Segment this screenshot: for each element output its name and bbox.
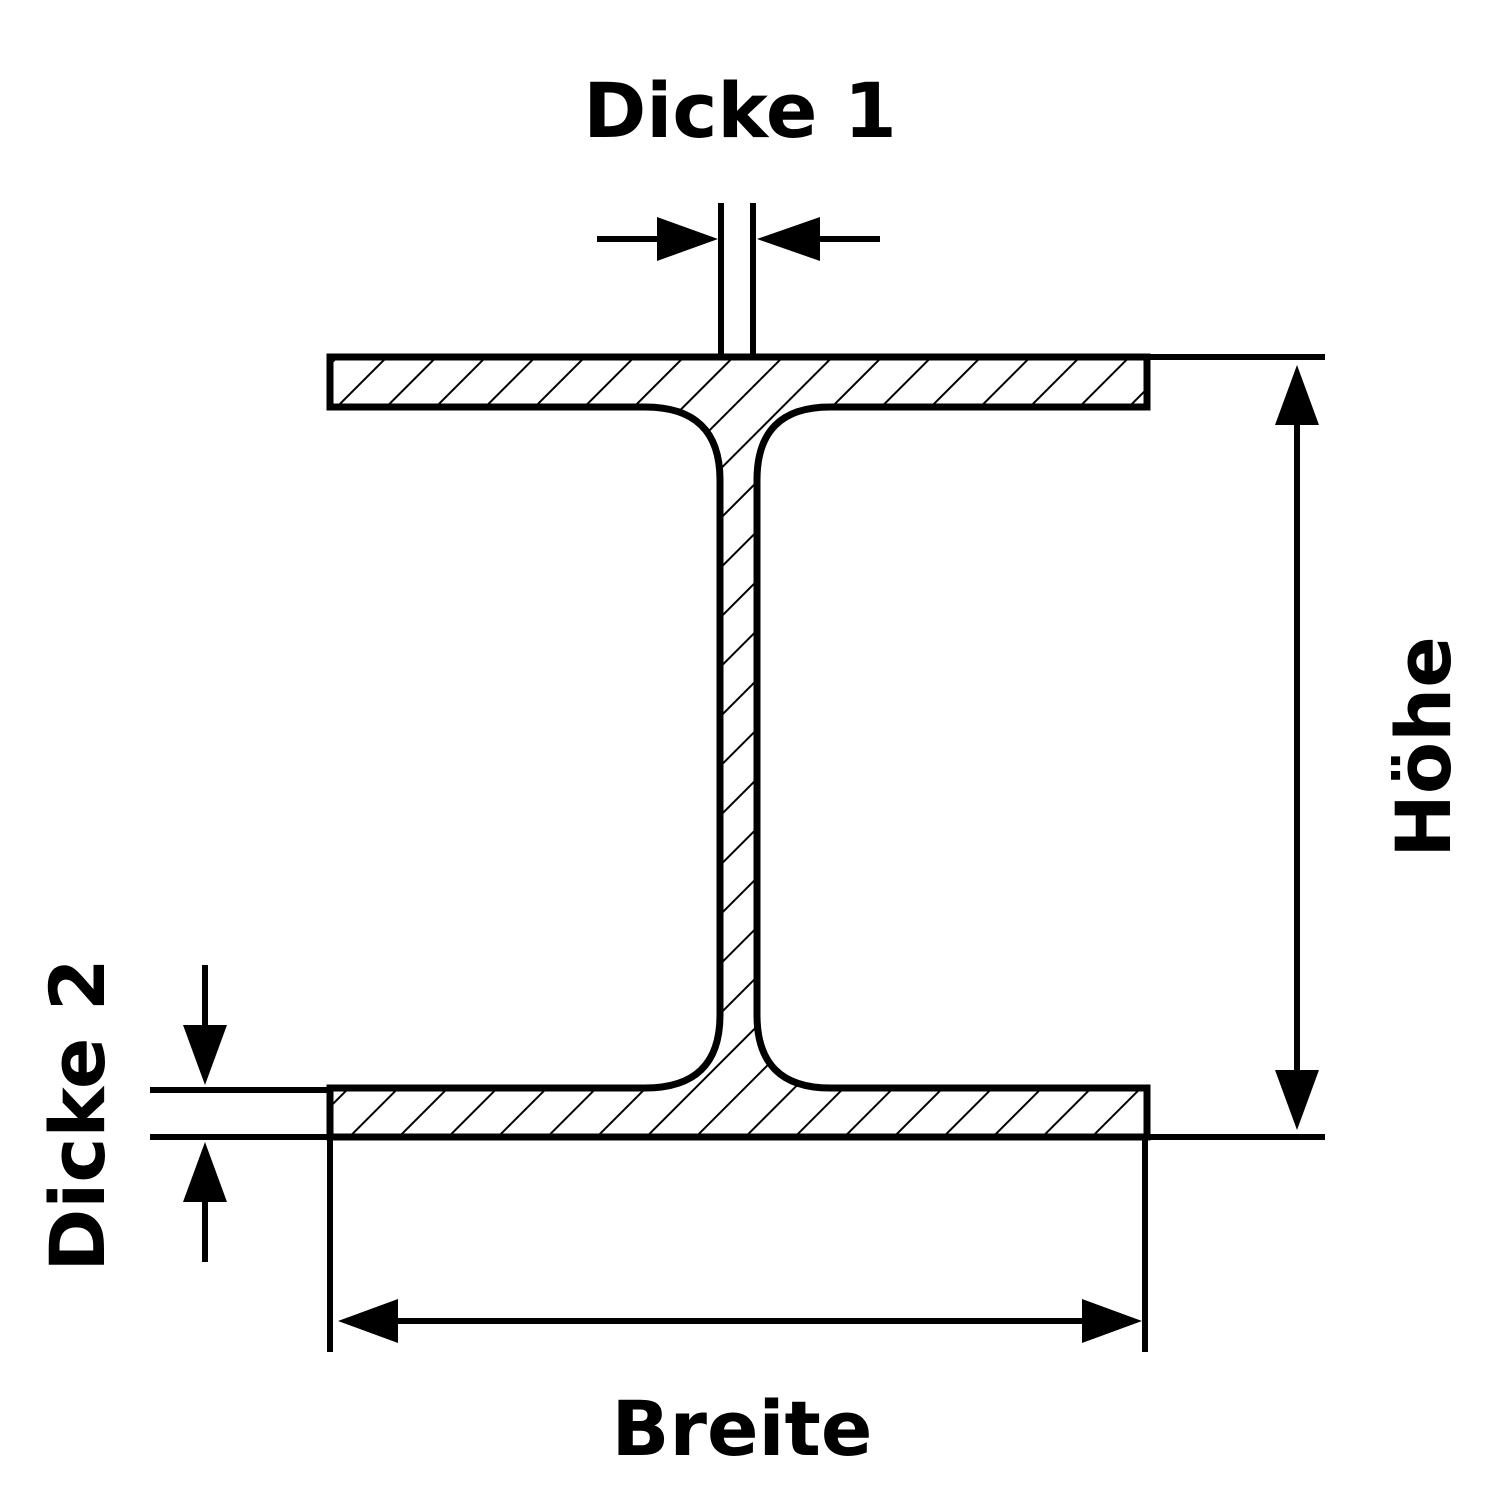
arrow-up-icon xyxy=(183,1142,227,1202)
label-hoehe: Höhe xyxy=(1379,636,1468,857)
arrow-right-icon xyxy=(657,217,718,261)
label-dicke2: Dicke 2 xyxy=(33,958,122,1272)
label-dicke1: Dicke 1 xyxy=(583,66,897,155)
arrow-right-icon xyxy=(1082,1299,1142,1343)
dimension-dicke2 xyxy=(150,965,330,1262)
dimension-dicke1 xyxy=(597,203,880,357)
dimension-hoehe xyxy=(1147,354,1325,1140)
arrow-down-icon xyxy=(183,1025,227,1085)
arrow-left-icon xyxy=(757,217,820,261)
arrow-up-icon xyxy=(1275,365,1319,425)
i-beam-section xyxy=(326,353,1151,1141)
arrow-left-icon xyxy=(338,1299,398,1343)
arrow-down-icon xyxy=(1275,1070,1319,1130)
dimension-breite xyxy=(327,1137,1148,1352)
hatching xyxy=(330,357,1147,1137)
label-breite: Breite xyxy=(612,1384,873,1473)
